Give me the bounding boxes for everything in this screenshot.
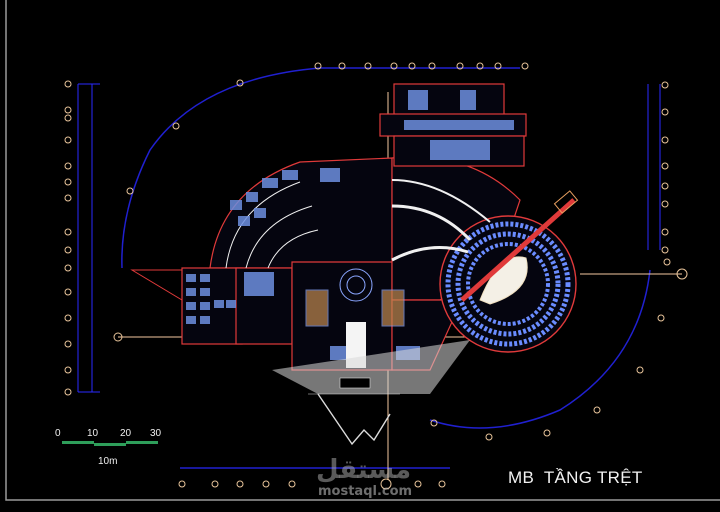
outer-grid-arc [121, 67, 651, 469]
watermark-arabic: مستقل [316, 455, 412, 485]
entrance-canopy [272, 340, 470, 446]
bottom-grid-bubbles [178, 366, 644, 490]
axis-bubble-right [676, 268, 688, 280]
scale-tick-20: 20 [120, 428, 132, 439]
red-wedge [130, 269, 183, 301]
drawing-title: MB TẦNG TRỆT [508, 468, 643, 487]
scale-tick-30: 30 [150, 428, 162, 439]
left-grid-bubbles [64, 80, 72, 396]
auditorium [439, 190, 579, 353]
right-axis-grid [647, 84, 661, 250]
left-axis-grid [77, 83, 100, 393]
scale-unit-label: 10m [98, 456, 118, 467]
scale-bar [62, 441, 158, 446]
drawing-frame [5, 0, 720, 501]
fan-rings [225, 179, 491, 269]
rotunda [305, 268, 405, 368]
scale-tick-10: 10 [87, 428, 99, 439]
top-grid-bubbles [126, 62, 529, 195]
watermark-latin: mostaql.com [318, 484, 413, 499]
axis-bubble-left [113, 332, 123, 342]
scale-tick-0: 0 [55, 428, 61, 439]
right-grid-bubbles [657, 81, 671, 322]
